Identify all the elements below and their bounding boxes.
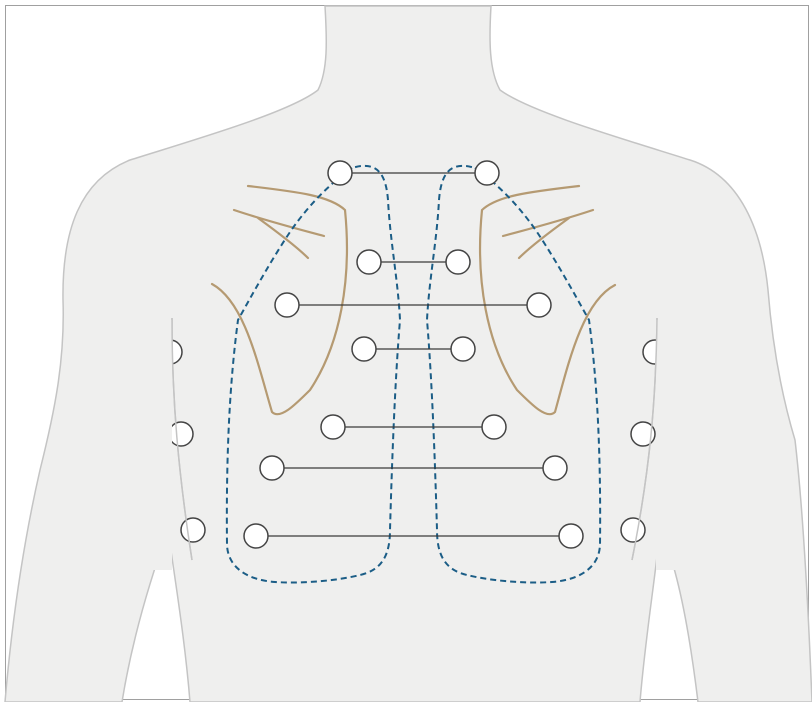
marker-left-2	[357, 250, 381, 274]
marker-right-2	[446, 250, 470, 274]
lateral-marker-left-3	[181, 518, 205, 542]
marker-left-3	[275, 293, 299, 317]
marker-right-1	[475, 161, 499, 185]
marker-right-5	[482, 415, 506, 439]
marker-right-4	[451, 337, 475, 361]
marker-left-5	[321, 415, 345, 439]
marker-left-4	[352, 337, 376, 361]
marker-left-1	[328, 161, 352, 185]
marker-right-3	[527, 293, 551, 317]
lateral-mask-right	[656, 320, 698, 570]
marker-left-6	[260, 456, 284, 480]
lateral-marker-right-3	[621, 518, 645, 542]
marker-right-6	[543, 456, 567, 480]
marker-left-7	[244, 524, 268, 548]
lateral-marker-left-2	[169, 422, 193, 446]
marker-right-7	[559, 524, 583, 548]
lateral-mask-left	[130, 320, 172, 570]
